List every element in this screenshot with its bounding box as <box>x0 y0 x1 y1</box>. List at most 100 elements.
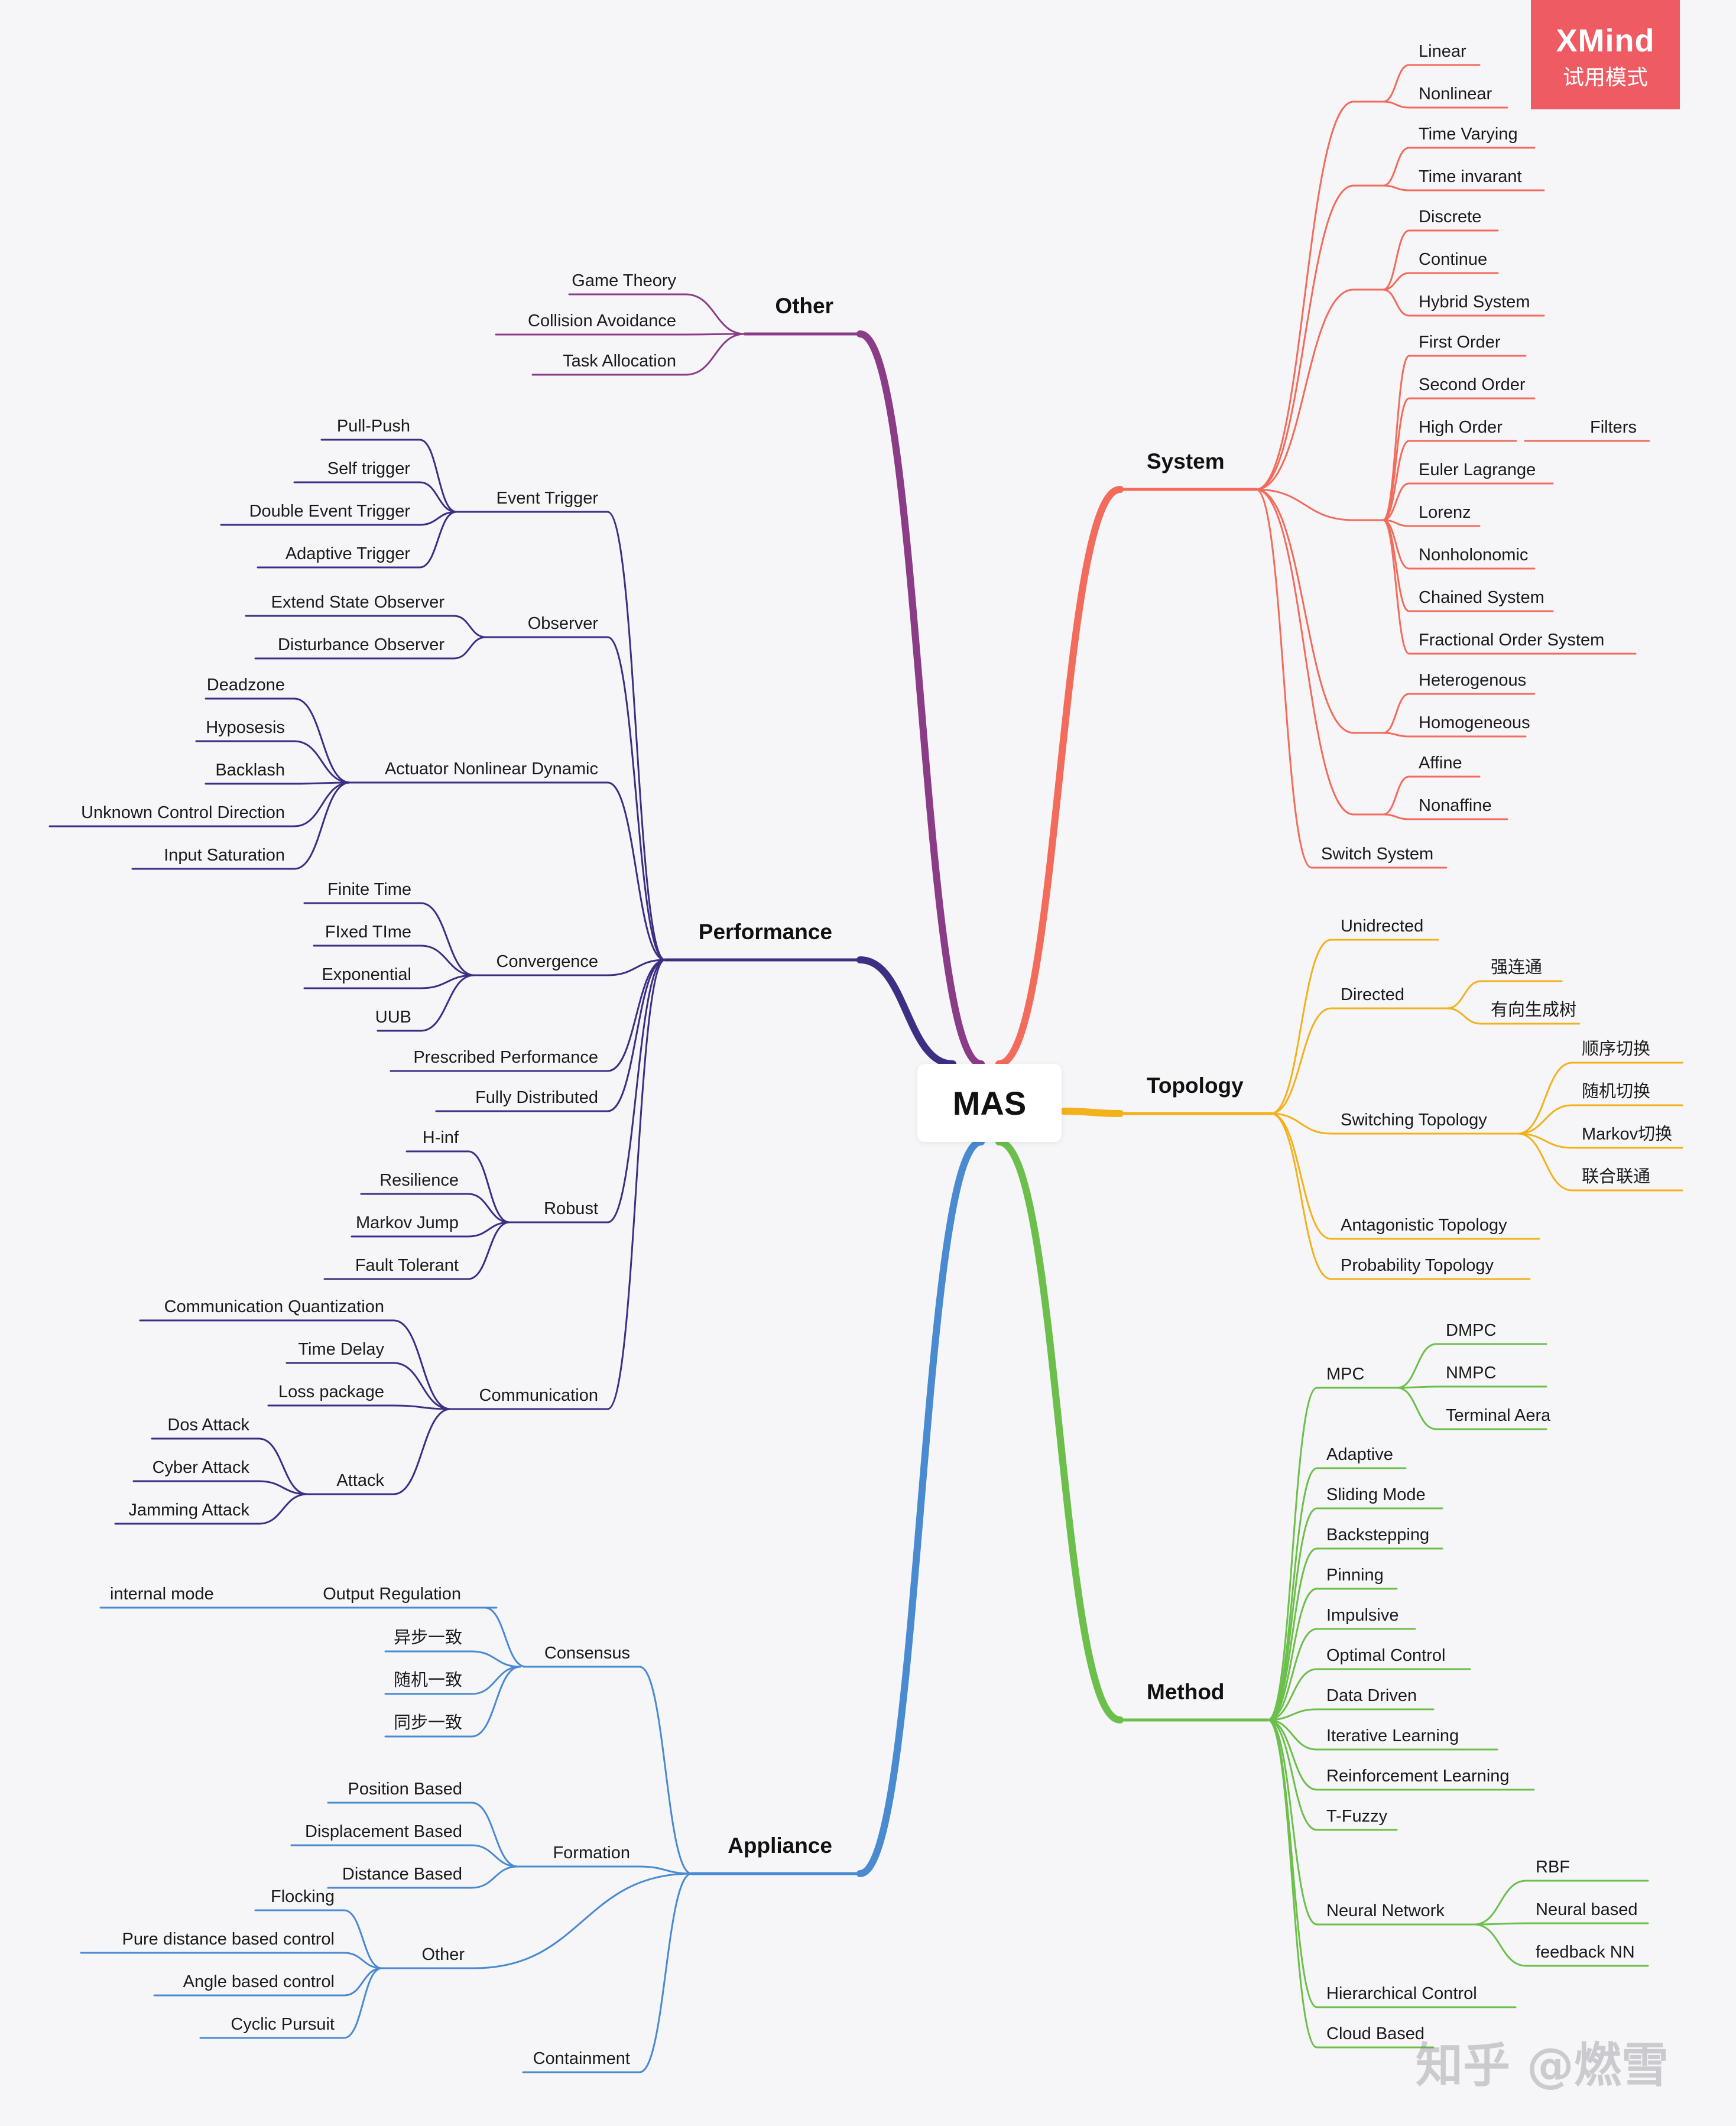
node-node[interactable]: 顺序切换 <box>1582 1039 1650 1059</box>
node-observer[interactable]: Observer <box>528 614 599 633</box>
node-input-saturation[interactable]: Input Saturation <box>164 846 285 865</box>
node-output-regulation[interactable]: Output Regulation <box>323 1585 461 1604</box>
node-cyclic-pursuit[interactable]: Cyclic Pursuit <box>231 2015 335 2034</box>
node-antagonistic-topology[interactable]: Antagonistic Topology <box>1341 1216 1507 1235</box>
node-iterative-learning[interactable]: Iterative Learning <box>1326 1726 1459 1745</box>
node-consensus[interactable]: Consensus <box>544 1644 630 1663</box>
node-backstepping[interactable]: Backstepping <box>1326 1525 1429 1544</box>
node-directed[interactable]: Directed <box>1341 985 1404 1004</box>
branch-appliance-label[interactable]: Appliance <box>728 1833 832 1858</box>
node-time-delay[interactable]: Time Delay <box>298 1340 384 1359</box>
node-high-order[interactable]: High Order <box>1419 418 1503 437</box>
node-flocking[interactable]: Flocking <box>271 1887 335 1906</box>
node-position-based[interactable]: Position Based <box>348 1780 462 1799</box>
node-hyposesis[interactable]: Hyposesis <box>206 718 285 737</box>
node-resilience[interactable]: Resilience <box>379 1171 459 1190</box>
node-data-driven[interactable]: Data Driven <box>1326 1686 1417 1705</box>
node-lorenz[interactable]: Lorenz <box>1419 503 1471 522</box>
node-neural-based[interactable]: Neural based <box>1536 1900 1638 1919</box>
node-switching-topology[interactable]: Switching Topology <box>1341 1111 1487 1129</box>
node-euler-lagrange[interactable]: Euler Lagrange <box>1419 460 1536 479</box>
node-dmpc[interactable]: DMPC <box>1446 1321 1496 1340</box>
node-markov[interactable]: Markov切换 <box>1582 1124 1672 1144</box>
node-communication-quantization[interactable]: Communication Quantization <box>164 1297 384 1316</box>
node-fully-distributed[interactable]: Fully Distributed <box>475 1088 598 1107</box>
node-neural-network[interactable]: Neural Network <box>1326 1901 1445 1920</box>
node-internal-mode[interactable]: internal mode <box>110 1585 214 1604</box>
branch-system-label[interactable]: System <box>1147 449 1225 473</box>
node-exponential[interactable]: Exponential <box>322 965 411 984</box>
node-displacement-based[interactable]: Displacement Based <box>305 1822 462 1841</box>
node-hybrid-system[interactable]: Hybrid System <box>1419 293 1530 311</box>
node-rbf[interactable]: RBF <box>1536 1858 1570 1877</box>
node-homogeneous[interactable]: Homogeneous <box>1419 713 1530 732</box>
node-nonlinear[interactable]: Nonlinear <box>1419 85 1492 103</box>
node-uub[interactable]: UUB <box>375 1008 411 1027</box>
node-pull-push[interactable]: Pull-Push <box>337 417 410 436</box>
node-pure-distance-based-control[interactable]: Pure distance based control <box>122 1930 335 1949</box>
node-unknown-control-direction[interactable]: Unknown Control Direction <box>81 803 285 822</box>
node-nonaffine[interactable]: Nonaffine <box>1419 796 1492 815</box>
node-adaptive[interactable]: Adaptive <box>1326 1445 1393 1464</box>
node-distance-based[interactable]: Distance Based <box>342 1865 462 1884</box>
branch-performance-label[interactable]: Performance <box>699 920 832 944</box>
node-node[interactable]: 异步一致 <box>394 1628 462 1647</box>
node-h-inf[interactable]: H-inf <box>423 1128 459 1147</box>
node-deadzone[interactable]: Deadzone <box>207 676 285 694</box>
node-fault-tolerant[interactable]: Fault Tolerant <box>355 1256 459 1275</box>
node-attack[interactable]: Attack <box>336 1471 384 1490</box>
node-prescribed-performance[interactable]: Prescribed Performance <box>413 1048 598 1067</box>
node-node[interactable]: 随机一致 <box>394 1670 462 1690</box>
node-convergence[interactable]: Convergence <box>497 952 599 971</box>
node-communication[interactable]: Communication <box>479 1386 598 1405</box>
node-markov-jump[interactable]: Markov Jump <box>356 1213 459 1232</box>
node-t-fuzzy[interactable]: T-Fuzzy <box>1326 1807 1388 1826</box>
node-second-order[interactable]: Second Order <box>1419 375 1526 394</box>
node-dos-attack[interactable]: Dos Attack <box>167 1416 249 1434</box>
node-fixed-time[interactable]: FIxed TIme <box>325 923 411 942</box>
node-discrete[interactable]: Discrete <box>1419 207 1481 226</box>
node-feedback-nn[interactable]: feedback NN <box>1536 1943 1635 1962</box>
node-backlash[interactable]: Backlash <box>215 761 285 780</box>
node-probability-topology[interactable]: Probability Topology <box>1341 1256 1494 1275</box>
node-nmpc[interactable]: NMPC <box>1446 1364 1496 1382</box>
node-disturbance-observer[interactable]: Disturbance Observer <box>278 635 444 654</box>
node-mpc[interactable]: MPC <box>1326 1365 1364 1384</box>
node-hierarchical-control[interactable]: Hierarchical Control <box>1326 1984 1477 2003</box>
node-node[interactable]: 强连通 <box>1491 957 1542 977</box>
node-nonholonomic[interactable]: Nonholonomic <box>1419 546 1528 564</box>
node-adaptive-trigger[interactable]: Adaptive Trigger <box>285 544 411 563</box>
node-extend-state-observer[interactable]: Extend State Observer <box>271 593 445 612</box>
node-jamming-attack[interactable]: Jamming Attack <box>128 1501 249 1520</box>
node-cyber-attack[interactable]: Cyber Attack <box>152 1458 250 1477</box>
node-node[interactable]: 同步一致 <box>394 1713 462 1732</box>
node-robust[interactable]: Robust <box>544 1199 598 1218</box>
node-event-trigger[interactable]: Event Trigger <box>497 489 599 508</box>
node-time-invarant[interactable]: Time invarant <box>1419 167 1522 186</box>
node-unidrected[interactable]: Unidrected <box>1341 917 1423 936</box>
node-reinforcement-learning[interactable]: Reinforcement Learning <box>1326 1767 1510 1786</box>
node-fractional-order-system[interactable]: Fractional Order System <box>1419 631 1604 650</box>
node-double-event-trigger[interactable]: Double Event Trigger <box>249 502 411 521</box>
node-continue[interactable]: Continue <box>1419 250 1487 269</box>
node-linear[interactable]: Linear <box>1419 42 1466 61</box>
node-affine[interactable]: Affine <box>1419 754 1462 772</box>
node-terminal-aera[interactable]: Terminal Aera <box>1446 1406 1551 1425</box>
node-filters[interactable]: Filters <box>1590 418 1637 437</box>
node-cloud-based[interactable]: Cloud Based <box>1326 2024 1425 2043</box>
central-topic-node[interactable]: MAS <box>917 1064 1062 1142</box>
node-time-varying[interactable]: Time Varying <box>1419 125 1518 144</box>
node-node[interactable]: 有向生成树 <box>1491 1000 1576 1020</box>
node-collision-avoidance[interactable]: Collision Avoidance <box>528 311 676 330</box>
node-finite-time[interactable]: Finite Time <box>327 880 411 899</box>
node-pinning[interactable]: Pinning <box>1326 1566 1384 1585</box>
branch-other-label[interactable]: Other <box>775 294 833 318</box>
node-loss-package[interactable]: Loss package <box>278 1382 384 1401</box>
node-impulsive[interactable]: Impulsive <box>1326 1606 1399 1625</box>
node-switch-system[interactable]: Switch System <box>1321 845 1433 864</box>
node-heterogenous[interactable]: Heterogenous <box>1419 671 1526 690</box>
node-formation[interactable]: Formation <box>553 1843 630 1862</box>
node-chained-system[interactable]: Chained System <box>1419 588 1544 607</box>
node-node[interactable]: 联合联通 <box>1582 1167 1650 1186</box>
branch-topology-label[interactable]: Topology <box>1147 1073 1244 1098</box>
